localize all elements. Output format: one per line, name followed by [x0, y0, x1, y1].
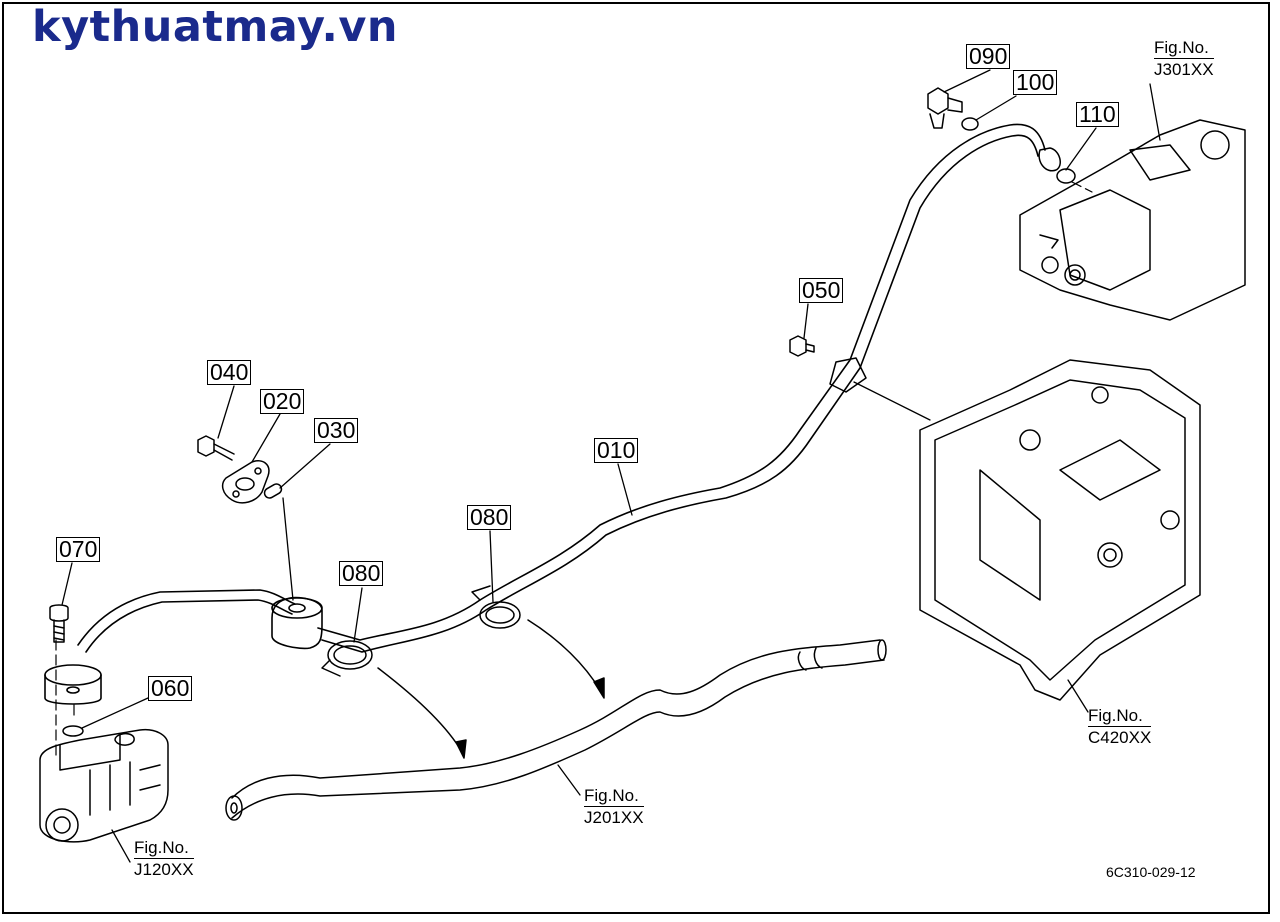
washer-100	[961, 117, 979, 131]
o-ring-060	[62, 725, 84, 737]
callout-050[interactable]: 050	[799, 278, 844, 303]
hose-j201	[225, 639, 887, 821]
callout-090[interactable]: 090	[966, 44, 1011, 69]
fig-ref-label: Fig.No.	[584, 786, 639, 805]
bolt-070	[49, 604, 69, 643]
transmission-case	[919, 359, 1201, 701]
o-ring-110	[1056, 168, 1076, 184]
callout-040[interactable]: 040	[207, 360, 252, 385]
fig-ref-label: Fig.No.	[1154, 38, 1209, 57]
fig-ref-code: J120XX	[134, 858, 194, 879]
callout-020[interactable]: 020	[260, 389, 305, 414]
callout-080-left[interactable]: 080	[339, 561, 384, 586]
nut-050	[789, 335, 815, 357]
callout-030[interactable]: 030	[314, 418, 359, 443]
seal-ring-030	[263, 483, 283, 499]
clamp-080-right	[471, 585, 521, 629]
callout-110[interactable]: 110	[1076, 102, 1119, 127]
fig-ref-label: Fig.No.	[1088, 706, 1143, 725]
fig-ref-code: J301XX	[1154, 58, 1214, 79]
callout-060[interactable]: 060	[148, 676, 193, 701]
drawing-frame	[2, 2, 1270, 914]
callout-070[interactable]: 070	[56, 537, 101, 562]
callout-010[interactable]: 010	[594, 438, 639, 463]
fig-ref-code: J201XX	[584, 806, 644, 827]
leader-lines	[61, 69, 1161, 863]
banjo-bolt-090	[927, 87, 963, 129]
fig-ref-j201[interactable]: Fig.No. J201XX	[584, 786, 644, 828]
pump-head-block	[44, 664, 102, 705]
hydraulic-pipe-010	[77, 123, 1046, 653]
hydraulic-pump	[39, 728, 169, 843]
bolt-040	[197, 435, 235, 461]
clamp-080-left	[321, 640, 373, 677]
fig-ref-c420[interactable]: Fig.No. C420XX	[1088, 706, 1152, 748]
drawing-number: 6C310-029-12	[1106, 864, 1196, 880]
assembly-arrow-left	[377, 667, 467, 759]
flange-020	[221, 460, 270, 504]
callout-080-right[interactable]: 080	[467, 505, 512, 530]
valve-housing	[1019, 119, 1246, 321]
pipe-spacer	[829, 357, 867, 393]
brand-logo-text: kythuatmay.vn	[32, 2, 399, 52]
pipe-joint-block	[271, 596, 323, 650]
assembly-arrow-right	[527, 619, 605, 699]
fig-ref-label: Fig.No.	[134, 838, 189, 857]
fig-ref-code: C420XX	[1088, 726, 1152, 747]
dashed-guides	[55, 181, 1093, 759]
pipe-end-fitting	[1038, 147, 1061, 172]
fig-ref-j120[interactable]: Fig.No. J120XX	[134, 838, 194, 880]
callout-100[interactable]: 100	[1013, 70, 1058, 95]
fig-ref-j301[interactable]: Fig.No. J301XX	[1154, 38, 1214, 80]
